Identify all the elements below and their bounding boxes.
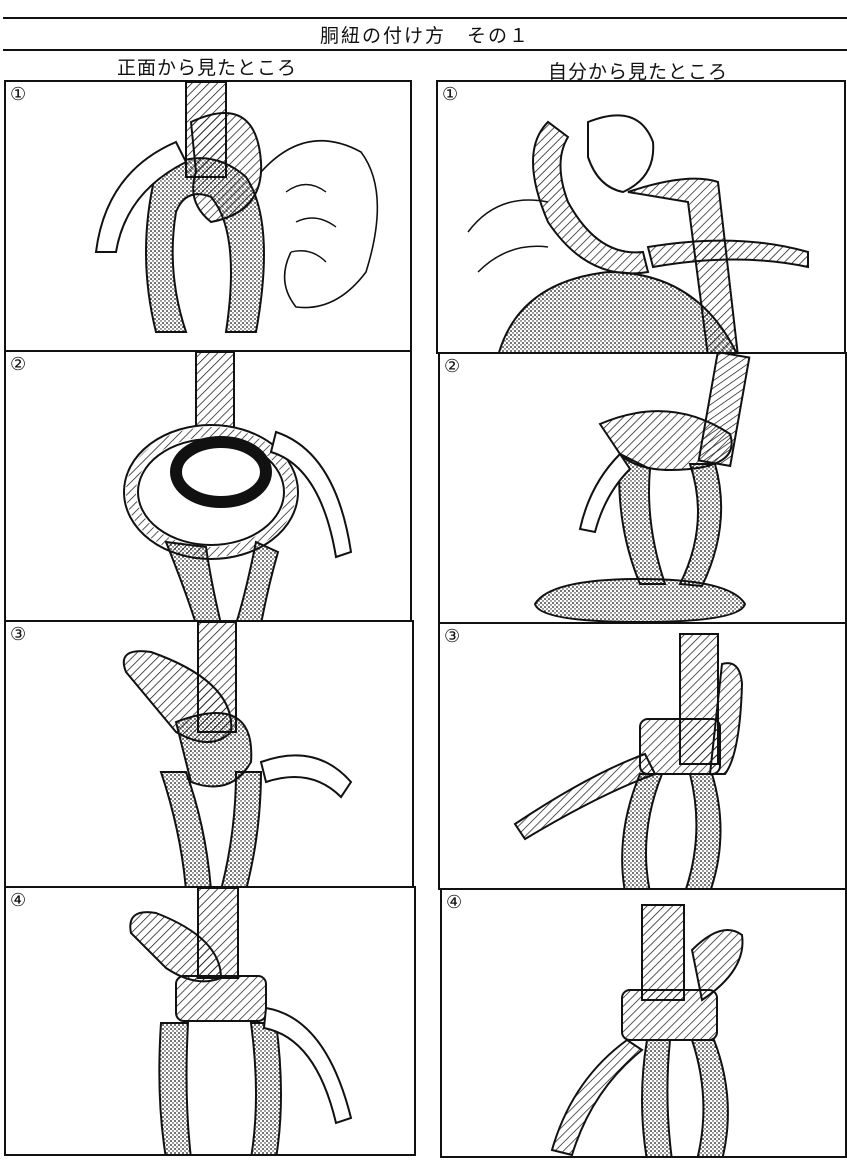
knot-illustration <box>438 82 846 354</box>
front-step-1-panel: ① <box>4 80 412 352</box>
knot-illustration <box>440 354 847 624</box>
front-step-3-panel: ③ <box>4 620 414 888</box>
front-step-4-panel: ④ <box>4 886 416 1156</box>
knot-illustration <box>6 622 414 888</box>
knot-illustration <box>6 352 412 622</box>
knot-illustration <box>442 890 847 1158</box>
self-step-3-panel: ③ <box>438 622 847 890</box>
self-step-1-panel: ① <box>436 80 846 354</box>
knot-illustration <box>6 888 416 1156</box>
front-step-2-panel: ② <box>4 350 412 622</box>
page-title: 胴紐の付け方 その１ <box>3 17 847 51</box>
self-step-4-panel: ④ <box>440 888 847 1158</box>
self-step-2-panel: ② <box>438 352 847 624</box>
knot-illustration <box>440 624 847 890</box>
knot-illustration <box>6 82 412 352</box>
column-heading-front: 正面から見たところ <box>4 52 410 80</box>
